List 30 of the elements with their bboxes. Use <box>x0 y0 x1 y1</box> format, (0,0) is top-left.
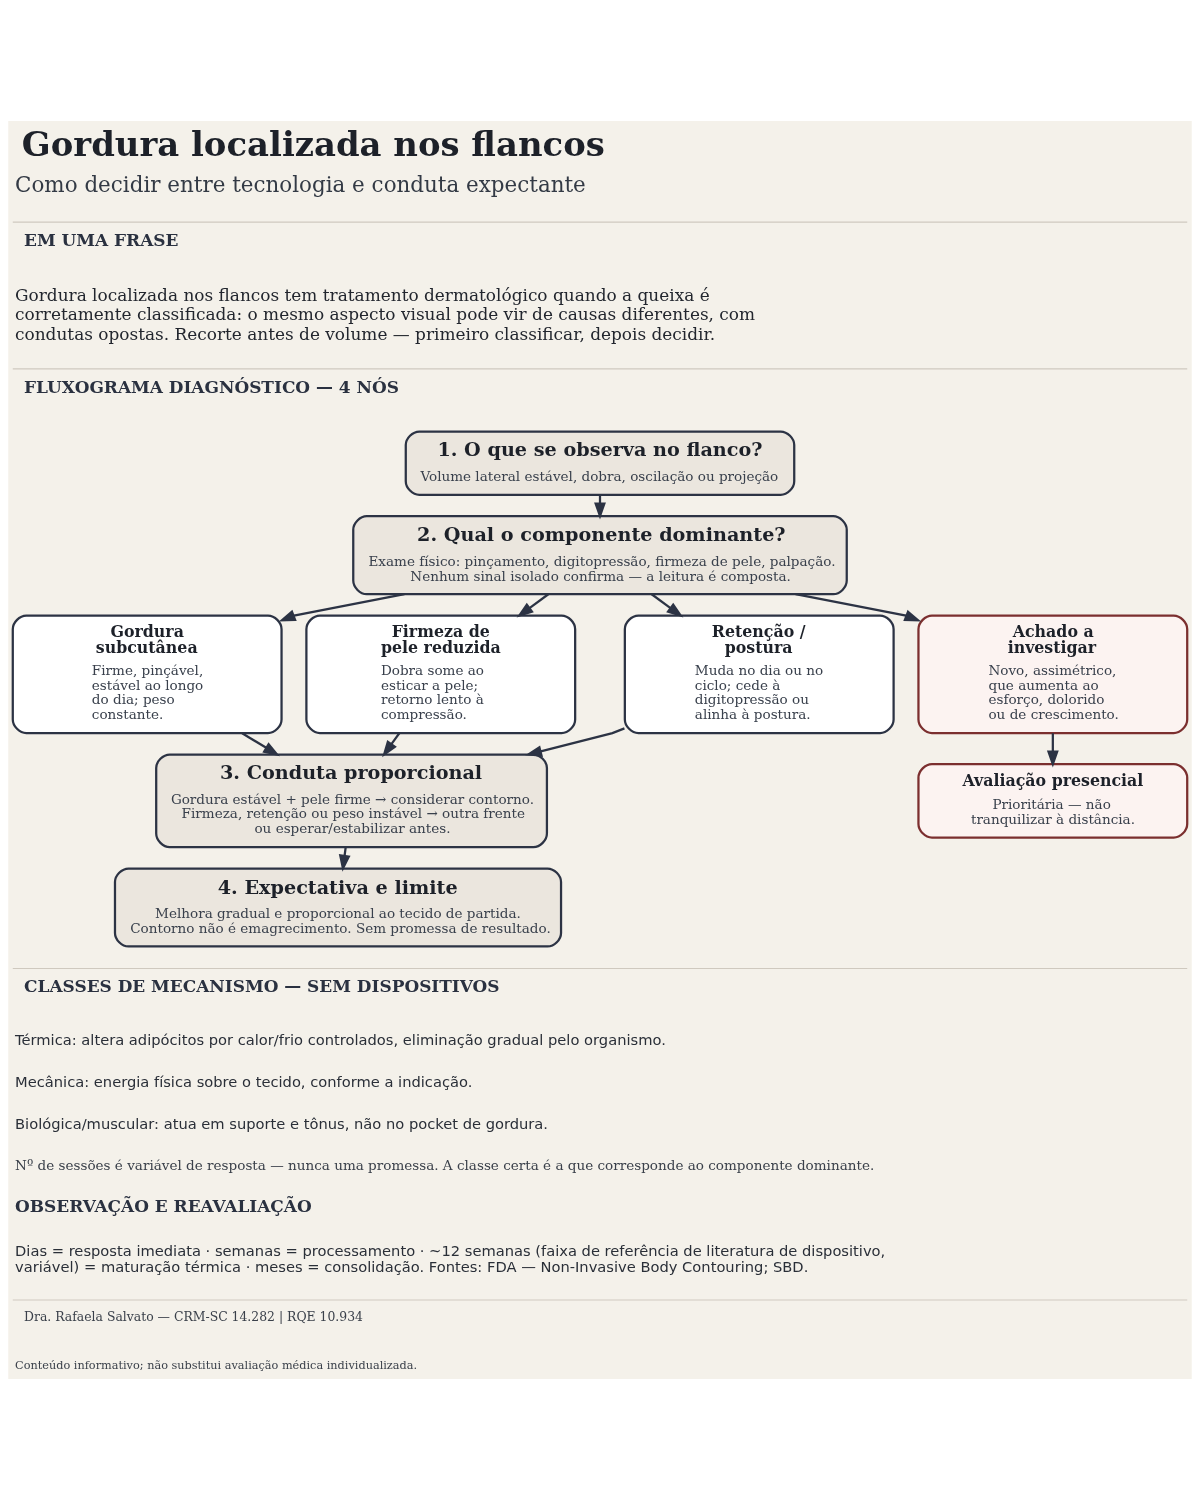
arrow <box>525 727 625 757</box>
diagram-title: Gordura localizada nos flancos <box>21 124 605 165</box>
arrow <box>338 847 351 872</box>
node-box: Retenção / postura Muda no dia ou no ciclo; cede à digitopressão ou alinha à postura. <box>623 614 895 735</box>
label: Dias = resposta imediata · semanas = processamento · ~12 semanas (faixa de referência de literatura de dispositivo, variável) = maturação térmica · meses = consolidação. Fontes: FDA — Non-Invasive Body Contouring; SBD. <box>15 1242 886 1276</box>
node-box: 4. Expectativa e limite Melhora gradual e proporcional ao tecido de partida. Contorno não é emagrecimento. Sem promessa de resultado. <box>113 867 563 948</box>
label: Como decidir entre tecnologia e conduta expectante <box>15 171 586 197</box>
node-box: Firmeza de pele reduzida Dobra some ao esticar a pele; retorno lento à compressão. <box>305 614 577 735</box>
label: OBSERVAÇÃO E REAVALIAÇÃO <box>15 1196 312 1217</box>
arrow <box>382 732 401 758</box>
node-box: 2. Qual o componente dominante? Exame físico: pinçamento, digitopressão, firmeza de pele, palpação. Nenhum sinal isolado confirma — a leitura é composta. <box>352 515 848 596</box>
label: Térmica: altera adipócitos por calor/frio controlados, eliminação gradual pelo organismo. <box>15 1031 666 1049</box>
label: Dra. Rafaela Salvato — CRM-SC 14.282 | RQE 10.934 <box>24 1309 363 1325</box>
node-box: Avaliação presencial Prioritária — não tranquilizar à distância. <box>917 763 1189 839</box>
node-box: 3. Conduta proporcional Gordura estável + pele firme → considerar contorno. Firmeza, retenção ou peso instável → outra frente ou esperar/estabilizar antes. <box>155 753 549 849</box>
label: Biológica/muscular: atua em suporte e tônus, não no pocket de gordura. <box>15 1114 549 1132</box>
label: FLUXOGRAMA DIAGNÓSTICO — 4 NÓS <box>24 376 399 397</box>
label: Mecânica: energia física sobre o tecido, conforme a indicação. <box>15 1072 473 1090</box>
node-box: Achado a investigar Novo, assimétrico, que aumenta ao esforço, dolorido ou de crescimento. <box>917 614 1189 735</box>
label: EM UMA FRASE <box>24 229 179 250</box>
label: Conteúdo informativo; não substitui avaliação médica individualizada. <box>15 1359 418 1373</box>
label: Nº de sessões é variável de resposta — nunca uma promessa. A classe certa é a que corresponde ao componente dominante. <box>15 1157 875 1174</box>
node-box: 1. O que se observa no flanco? Volume lateral estável, dobra, oscilação ou projeção <box>404 430 796 496</box>
label: Gordura localizada nos flancos tem tratamento dermatológico quando a queixa é corretamente classificada: o mesmo aspecto visual pode vir de causas diferentes, com condutas opostas. Recorte antes de volume — primeiro classificar, depois decidir. <box>15 285 756 344</box>
arrow <box>651 593 684 618</box>
node-box: Gordura subcutânea Firme, pinçável, estável ao longo do dia; peso constante. <box>11 614 283 735</box>
arrow <box>1046 733 1059 768</box>
arrow <box>241 732 280 757</box>
arrow <box>516 593 549 618</box>
label: CLASSES DE MECANISMO — SEM DISPOSITIVOS <box>24 976 500 997</box>
